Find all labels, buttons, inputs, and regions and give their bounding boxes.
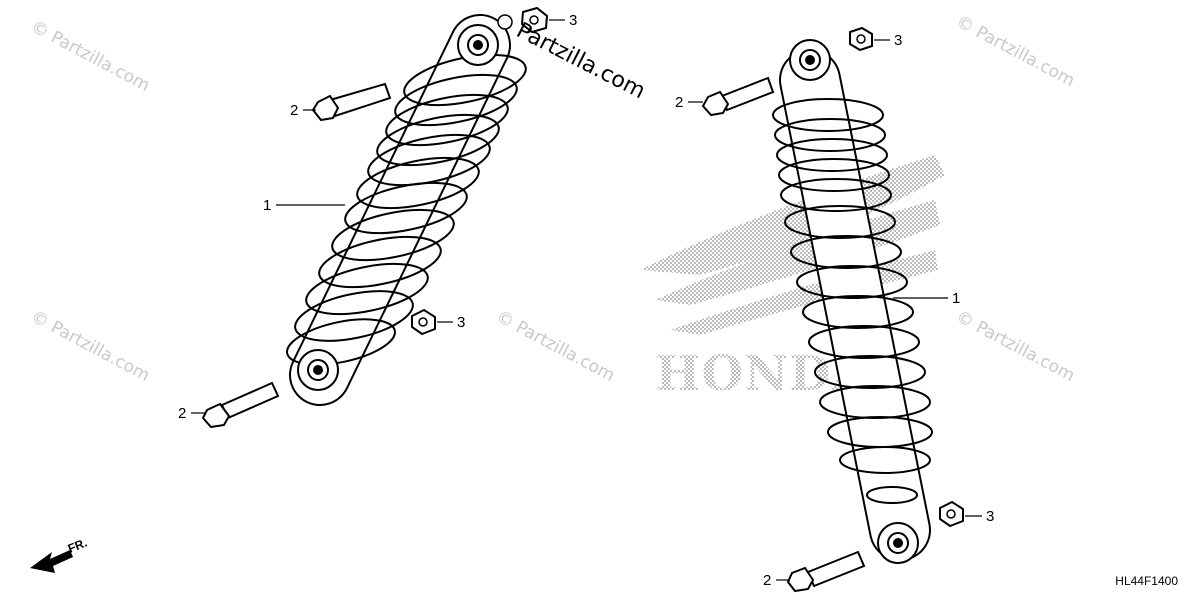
honda-wing-logo [640, 155, 945, 335]
left-top-bolt [311, 82, 392, 122]
callout-right-top-bolt: 2 [675, 94, 683, 111]
callout-left-bottom-bolt: 2 [178, 405, 186, 422]
callout-left-shock: 1 [263, 197, 271, 214]
right-bottom-nut [939, 500, 964, 528]
front-direction-arrow-icon: FR. [30, 536, 89, 573]
left-bottom-bolt [201, 381, 280, 429]
callout-left-top-nut: 3 [569, 12, 577, 29]
callout-left-bottom-nut: 3 [457, 314, 465, 331]
svg-text:© Partzilla.com: © Partzilla.com [953, 12, 1078, 91]
diagram-code: HL44F1400 [1115, 574, 1178, 588]
left-shock-absorber [286, 14, 527, 406]
svg-text:© Partzilla.com: © Partzilla.com [28, 307, 153, 386]
corner-watermark-top-left: © Partzilla.com [28, 17, 153, 96]
callout-right-shock: 1 [952, 290, 960, 307]
corner-watermark-mid-center: © Partzilla.com [493, 307, 618, 386]
callout-right-bottom-nut: 3 [986, 508, 994, 525]
leader-lines [191, 19, 982, 581]
callout-right-bottom-bolt: 2 [763, 572, 771, 589]
right-top-bolt [701, 76, 775, 117]
right-shock-absorber [772, 39, 933, 564]
front-direction-label: FR. [66, 536, 89, 556]
right-top-nut [849, 26, 873, 52]
site-watermark: Partzilla.com [512, 18, 649, 104]
right-bottom-bolt [786, 550, 866, 593]
callout-left-top-bolt: 2 [290, 102, 298, 119]
svg-text:Partzilla.com: Partzilla.com [512, 18, 649, 104]
svg-text:© Partzilla.com: © Partzilla.com [953, 307, 1078, 386]
left-bottom-nut [411, 308, 436, 336]
callout-right-top-nut: 3 [894, 32, 902, 49]
corner-watermark-top-right: © Partzilla.com [953, 12, 1078, 91]
corner-watermark-mid-left: © Partzilla.com [28, 307, 153, 386]
svg-text:© Partzilla.com: © Partzilla.com [28, 17, 153, 96]
corner-watermark-mid-right: © Partzilla.com [953, 307, 1078, 386]
svg-text:© Partzilla.com: © Partzilla.com [493, 307, 618, 386]
left-top-nut [497, 6, 549, 34]
